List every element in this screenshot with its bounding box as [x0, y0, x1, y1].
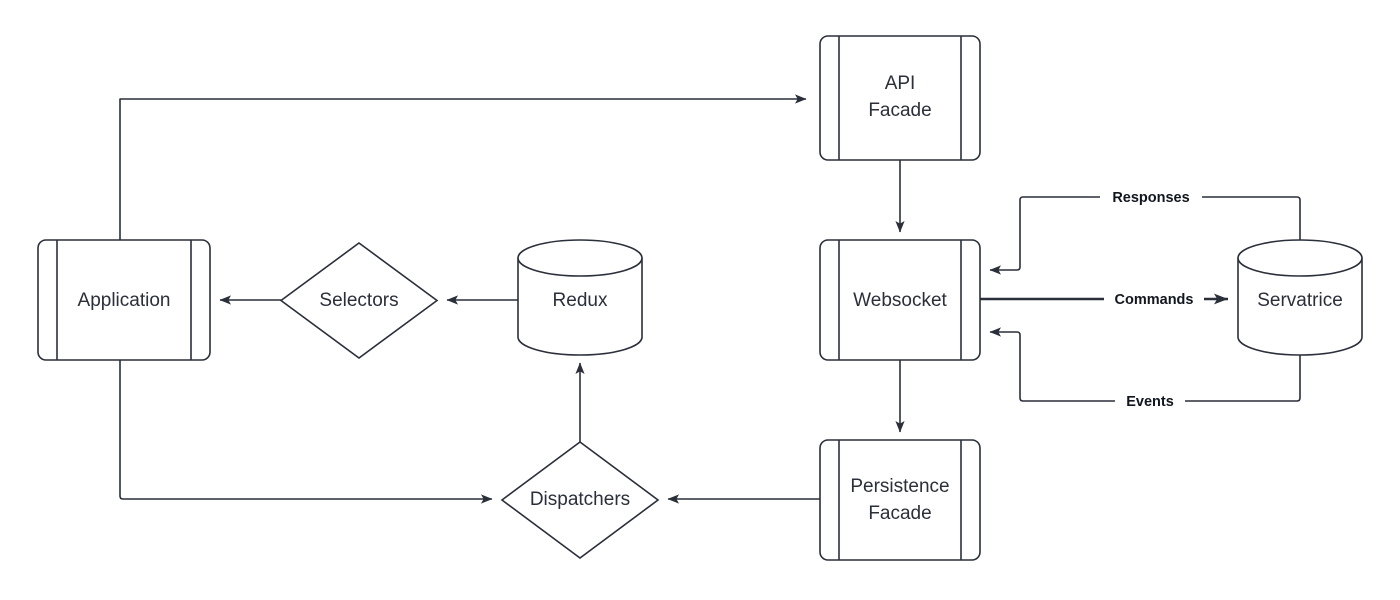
edge-label-events: Events	[1115, 391, 1185, 412]
node-api-facade[interactable]: API Facade	[819, 35, 981, 161]
node-application-label: Application	[78, 290, 171, 311]
node-servatrice[interactable]: Servatrice	[1237, 239, 1363, 356]
edge-label-responses: Responses	[1100, 187, 1202, 208]
node-persistence-facade[interactable]: Persistence Facade	[819, 439, 981, 561]
edge-label-events-text: Events	[1126, 394, 1174, 410]
edge-label-commands: Commands	[1104, 289, 1204, 310]
node-redux-label: Redux	[553, 290, 608, 311]
node-websocket[interactable]: Websocket	[819, 239, 981, 361]
edge-application-to-api-facade	[119, 94, 807, 240]
edge-label-commands-text: Commands	[1115, 292, 1194, 308]
node-persistence-facade-label-line1: Persistence	[850, 476, 949, 497]
node-dispatchers-label: Dispatchers	[530, 489, 630, 510]
node-persistence-facade-label-line2: Facade	[868, 503, 931, 524]
node-redux[interactable]: Redux	[517, 239, 643, 356]
edge-servatrice-to-websocket-events	[989, 327, 1301, 402]
node-dispatchers[interactable]: Dispatchers	[500, 441, 660, 559]
node-websocket-label: Websocket	[853, 290, 947, 311]
node-api-facade-label-line1: API	[885, 73, 916, 94]
node-servatrice-label: Servatrice	[1257, 290, 1343, 311]
node-selectors[interactable]: Selectors	[279, 242, 439, 359]
node-application[interactable]: Application	[37, 239, 211, 361]
edge-application-to-dispatchers	[119, 360, 493, 504]
edge-label-responses-text: Responses	[1112, 190, 1189, 206]
node-selectors-label: Selectors	[319, 290, 398, 311]
edge-servatrice-to-websocket-responses	[989, 196, 1301, 275]
node-api-facade-label-line2: Facade	[868, 100, 931, 121]
